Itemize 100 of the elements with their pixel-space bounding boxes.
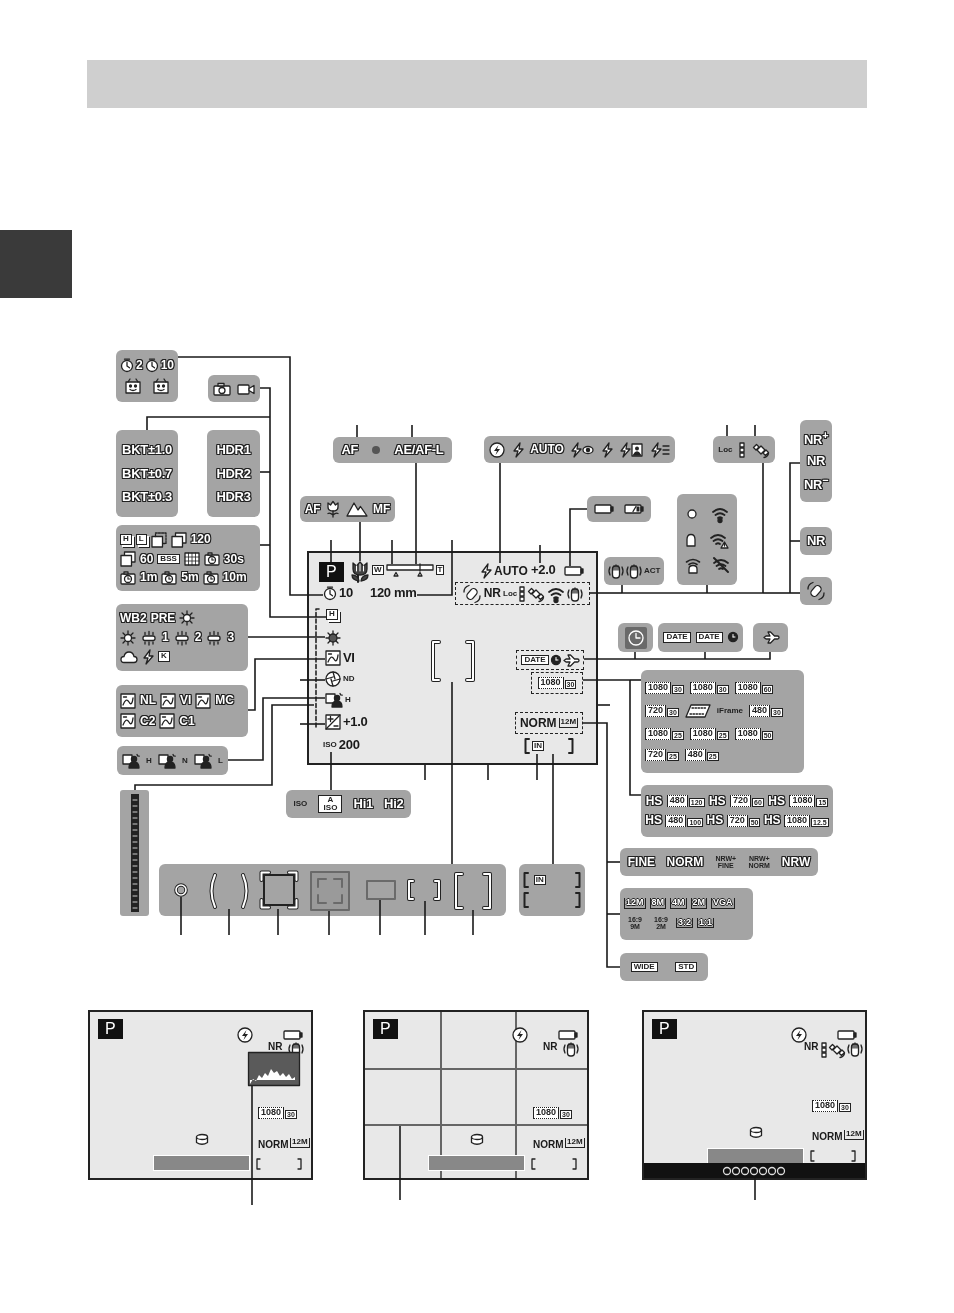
icon-panel	[604, 557, 664, 585]
indicator-text: +2.0	[531, 563, 556, 577]
leader-line	[146, 416, 271, 431]
leader-line	[621, 592, 708, 594]
indicator-text: H	[146, 756, 152, 765]
icon-panel	[116, 430, 178, 517]
icon-panel	[484, 436, 675, 463]
leader-line	[583, 658, 636, 660]
leader-line	[552, 753, 554, 865]
leader-line	[629, 679, 642, 681]
resolution-indicator: 1080	[812, 1100, 839, 1112]
indicator-text: BKT±0.3	[122, 490, 172, 504]
icon-panel	[120, 790, 149, 916]
focus-frame-icon	[260, 871, 298, 909]
leader-line	[536, 753, 538, 781]
icon-panel	[620, 848, 818, 876]
focus-brackets-icon	[454, 872, 492, 910]
indicator-text: HS	[645, 814, 662, 828]
indicator-text: VI	[180, 694, 192, 707]
indicator-group	[531, 672, 583, 694]
leader-line	[416, 539, 453, 596]
indicator-text: NORM	[812, 1132, 843, 1142]
image-size-indicator: 2M	[690, 898, 708, 909]
leader-line	[606, 913, 621, 915]
indicator-text: NRW	[781, 855, 811, 869]
leader-line	[726, 424, 728, 437]
indicator-text: MC	[215, 694, 234, 707]
indicator-text: HS	[706, 814, 724, 828]
icon-panel	[713, 436, 775, 463]
leader-line	[569, 508, 588, 567]
indicator-text: 120 mm	[370, 586, 417, 600]
leader-line	[411, 424, 413, 438]
monitor-screen	[307, 551, 598, 765]
indicator-text: AE/AF-L	[394, 443, 444, 457]
leader-line	[134, 704, 315, 791]
indicator-text: ACT	[644, 567, 661, 575]
leader-line	[391, 539, 393, 565]
indicator-text: 10	[339, 586, 353, 600]
continuous-indicator: H	[120, 534, 132, 545]
histogram-icon	[248, 1052, 300, 1086]
resolution-indicator: 480	[665, 814, 687, 827]
continuous-indicator: H	[326, 609, 338, 620]
resolution-indicator: 1080	[689, 682, 716, 694]
sun-icon	[325, 630, 341, 646]
resolution-indicator: 1080	[734, 682, 761, 694]
framed-indicator: W	[372, 565, 384, 575]
framed-indicator: BSS	[157, 553, 180, 565]
leader-line	[706, 592, 764, 594]
indicator-text: HDR3	[216, 490, 251, 504]
icon-panel	[116, 525, 260, 591]
indicator-text: WB2	[120, 611, 147, 625]
indicator-text: NR	[268, 1042, 283, 1052]
indicator-text: AF	[341, 443, 359, 457]
leader-line	[247, 658, 326, 711]
indicator-text: NR	[804, 1042, 819, 1052]
leader-line	[634, 651, 636, 660]
leader-line	[582, 722, 608, 863]
leader-line	[328, 910, 330, 936]
framed-indicator: STD	[675, 961, 698, 973]
leader-line	[247, 636, 326, 638]
shooting-mode-indicator: P	[373, 1019, 398, 1039]
indicator-text: 2	[194, 631, 202, 644]
leader-line	[259, 544, 271, 546]
resolution-indicator: 480	[749, 705, 771, 717]
indicator-group	[516, 650, 584, 670]
indicator-text: C1	[179, 715, 195, 728]
dashed-bracket-icon	[314, 608, 320, 730]
indicator-text: NR	[483, 587, 502, 600]
info-bar	[707, 1148, 804, 1164]
shooting-mode-indicator: P	[98, 1019, 123, 1039]
indicator-text: AF	[304, 502, 321, 516]
indicator-text: AUTO	[494, 564, 528, 578]
indicator-text: NORM	[666, 855, 704, 869]
indicator-text: HS	[645, 794, 663, 808]
indicator-text: ISO	[323, 740, 337, 749]
indicator-text: HDR2	[216, 466, 251, 481]
leader-line	[180, 896, 182, 936]
resolution-indicator: 480	[684, 749, 706, 761]
leader-line	[539, 544, 541, 564]
continuous-indicator: L	[135, 534, 147, 545]
icon-panel	[117, 746, 228, 775]
flower-icon	[351, 561, 369, 583]
leader-line	[330, 539, 332, 563]
indicator-text: 1	[162, 631, 169, 644]
indicator-text: HDR1	[216, 443, 251, 457]
leader-line	[269, 544, 327, 618]
focus-brackets-icon	[407, 879, 441, 901]
indicator-text: ND	[343, 675, 355, 683]
framed-indicator: DATE	[695, 632, 723, 643]
icon-panel	[286, 790, 411, 818]
image-size-indicator: 12M	[558, 718, 579, 728]
framed-indicator: IN	[532, 741, 544, 751]
resolution-indicator: 1080	[789, 795, 816, 808]
icon-panel	[641, 670, 804, 773]
resolution-indicator: 480	[666, 795, 688, 808]
leader-line	[451, 681, 453, 865]
status-bar	[644, 1163, 865, 1178]
resolution-indicator: 1080	[537, 677, 564, 689]
icon-panel	[800, 577, 832, 605]
icon-panel	[116, 350, 178, 402]
